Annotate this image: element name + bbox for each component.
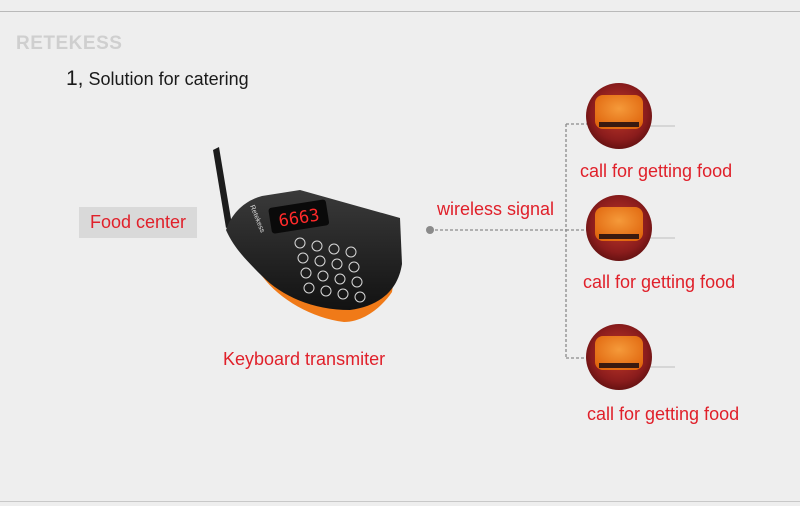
signal-lines: [430, 123, 592, 359]
pager-strip: [599, 363, 639, 368]
pager-device: [586, 195, 675, 261]
signal-origin-dot: [426, 226, 434, 234]
keypad-keys: [294, 237, 366, 303]
keypad-key: [345, 246, 357, 258]
pager-face: [595, 336, 643, 370]
keypad-key: [337, 288, 349, 300]
top-divider: [0, 11, 800, 12]
pager-device: [586, 324, 675, 390]
heading-number: 1,: [66, 67, 84, 90]
antenna: [213, 147, 232, 228]
keypad-key: [297, 252, 309, 264]
pager-device: [586, 83, 675, 149]
keypad-key: [351, 276, 363, 288]
heading-text: Solution for catering: [88, 69, 249, 89]
wireless-signal-label: wireless signal: [437, 199, 555, 219]
food-center-label: Food center: [79, 207, 197, 238]
pager-strip: [599, 122, 639, 127]
brand-logo: RETEKESS: [16, 33, 123, 54]
pager-face: [595, 95, 643, 129]
keypad-key: [311, 240, 323, 252]
keypad-key: [317, 270, 329, 282]
keypad-key: [303, 282, 315, 294]
pager-group: [586, 83, 675, 390]
pager-label: call for getting food: [583, 272, 736, 292]
pager-label: call for getting food: [580, 161, 733, 181]
transmitter-display: 6663: [268, 199, 330, 234]
section-heading: 1, Solution for catering: [66, 67, 249, 91]
bottom-divider: [0, 501, 800, 502]
pager-face: [595, 207, 643, 241]
keypad-key: [331, 258, 343, 270]
keyboard-transmitter-label: Keyboard transmiter: [223, 349, 386, 369]
keypad-key: [294, 237, 306, 249]
pager-strip: [599, 234, 639, 239]
keypad-key: [348, 261, 360, 273]
keypad-key: [320, 285, 332, 297]
keyboard-transmitter-image: 6663 Retekess: [213, 147, 402, 322]
keypad-key: [328, 243, 340, 255]
keypad-key: [314, 255, 326, 267]
keypad-key: [334, 273, 346, 285]
keypad-key: [300, 267, 312, 279]
keypad-key: [354, 291, 366, 303]
pager-label: call for getting food: [587, 404, 740, 424]
